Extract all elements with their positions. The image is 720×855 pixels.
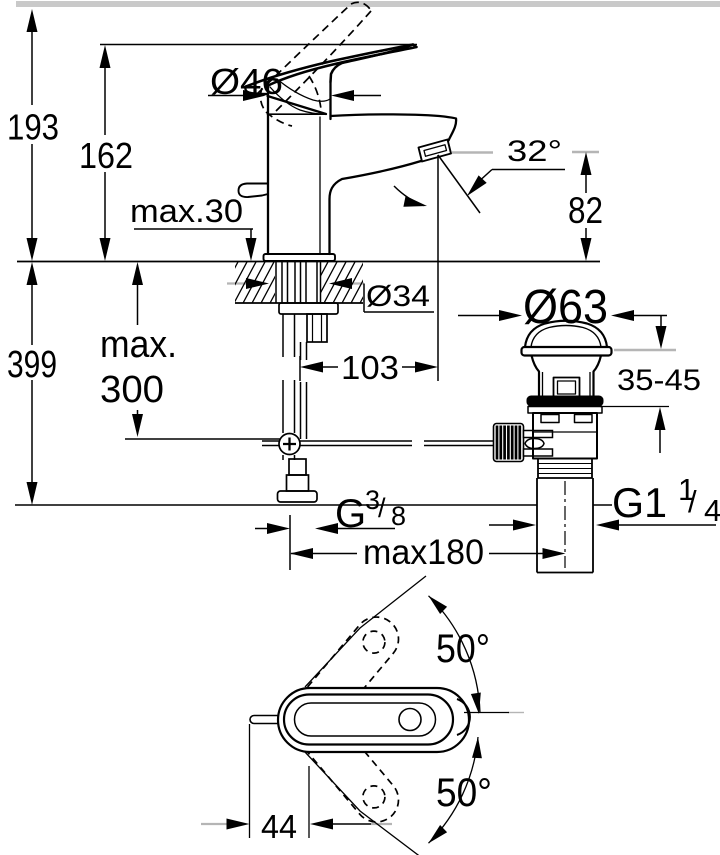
svg-text:8: 8 — [391, 501, 406, 531]
svg-text:44: 44 — [261, 808, 297, 845]
svg-text:Ø46: Ø46 — [210, 61, 283, 102]
svg-text:300: 300 — [100, 369, 164, 411]
svg-text:32°: 32° — [507, 135, 562, 168]
svg-text:4: 4 — [704, 493, 720, 528]
svg-text:G1: G1 — [612, 479, 667, 526]
svg-text:82: 82 — [568, 190, 603, 231]
svg-text:/: / — [688, 484, 697, 519]
svg-text:3: 3 — [365, 485, 380, 515]
svg-text:max180: max180 — [363, 533, 484, 572]
svg-text:103: 103 — [341, 349, 399, 386]
svg-text:Ø34: Ø34 — [366, 280, 430, 313]
svg-text:max.30: max.30 — [130, 193, 243, 229]
svg-text:399: 399 — [7, 344, 57, 386]
svg-text:G: G — [335, 492, 366, 536]
svg-text:1: 1 — [678, 472, 695, 507]
svg-text:50°: 50° — [436, 627, 490, 671]
svg-text:max.: max. — [100, 324, 177, 366]
svg-text:193: 193 — [7, 107, 59, 148]
svg-text:35-45: 35-45 — [617, 364, 701, 397]
svg-text:162: 162 — [79, 135, 133, 176]
svg-text:50°: 50° — [436, 771, 492, 815]
svg-text:Ø63: Ø63 — [523, 281, 608, 334]
svg-text:/: / — [378, 493, 386, 523]
